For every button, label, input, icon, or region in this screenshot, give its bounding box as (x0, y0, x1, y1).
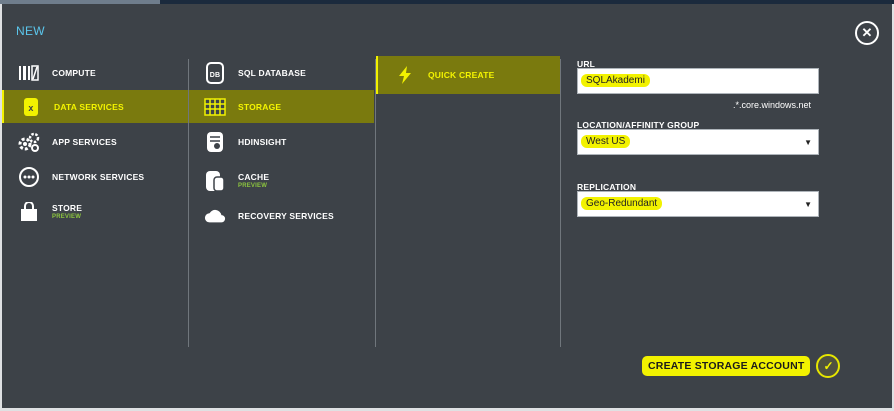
preview-badge: PREVIEW (238, 183, 268, 189)
location-label: LOCATION/AFFINITY GROUP (577, 120, 700, 130)
menu-item-data-services[interactable]: x DATA SERVICES (2, 90, 188, 123)
location-value: West US (581, 135, 631, 148)
menu-item-compute[interactable]: COMPUTE (2, 56, 188, 89)
store-icon (18, 201, 40, 223)
menu-item-quick-create[interactable]: QUICK CREATE (376, 56, 560, 94)
dropdown-arrow-icon: ▼ (804, 138, 812, 147)
menu-item-cache[interactable]: CACHE PREVIEW (189, 164, 374, 197)
menu-item-sql-database[interactable]: DB SQL DATABASE (189, 56, 374, 89)
create-storage-account-button[interactable]: CREATE STORAGE ACCOUNT ✓ (642, 354, 841, 378)
column-divider (188, 59, 189, 347)
menu-item-network-services[interactable]: NETWORK SERVICES (2, 160, 188, 193)
menu-item-label: QUICK CREATE (428, 70, 495, 80)
new-dialog: NEW ✕ COMPUTE x DATA SERVICES APP SERVIC… (2, 4, 892, 408)
menu-item-label: SQL DATABASE (238, 67, 307, 78)
cache-icon (204, 170, 226, 192)
url-label: URL (577, 59, 596, 69)
column-divider (560, 59, 561, 347)
replication-value: Geo-Redundant (581, 197, 663, 210)
app-services-icon (18, 131, 40, 153)
checkmark-icon: ✓ (816, 354, 841, 378)
dialog-title: NEW (16, 24, 45, 38)
url-value: SQLAkademi (581, 74, 650, 87)
network-services-icon (18, 166, 40, 188)
menu-item-label: NETWORK SERVICES (52, 171, 145, 182)
menu-item-label: DATA SERVICES (54, 101, 124, 112)
menu-item-store[interactable]: STORE PREVIEW (2, 195, 188, 228)
replication-label: REPLICATION (577, 182, 637, 192)
svg-text:x: x (28, 103, 33, 113)
menu-item-storage[interactable]: STORAGE (189, 90, 374, 123)
preview-badge: PREVIEW (52, 214, 82, 220)
dropdown-arrow-icon: ▼ (804, 200, 812, 209)
menu-item-label: STORE (52, 203, 83, 213)
compute-icon (18, 62, 40, 84)
close-icon[interactable]: ✕ (855, 21, 879, 45)
menu-item-recovery-services[interactable]: RECOVERY SERVICES (189, 199, 374, 232)
create-button-label: CREATE STORAGE ACCOUNT (642, 356, 811, 376)
hdinsight-icon (204, 131, 226, 153)
recovery-services-icon (204, 205, 226, 227)
menu-item-label: APP SERVICES (52, 136, 117, 147)
menu-item-label: STORAGE (238, 101, 282, 112)
url-suffix: .*.core.windows.net (733, 100, 812, 110)
menu-item-label: COMPUTE (52, 67, 96, 78)
background-tab (0, 0, 160, 4)
menu-item-label: CACHE (238, 172, 270, 182)
lightning-icon (394, 64, 416, 86)
replication-select[interactable]: Geo-Redundant ▼ (577, 191, 819, 217)
column-divider (375, 59, 376, 347)
menu-item-app-services[interactable]: APP SERVICES (2, 125, 188, 158)
top-strip (0, 0, 894, 4)
menu-item-hdinsight[interactable]: HDINSIGHT (189, 125, 374, 158)
data-services-icon: x (20, 96, 42, 118)
storage-icon (204, 96, 226, 118)
location-select[interactable]: West US ▼ (577, 129, 819, 155)
menu-item-label: RECOVERY SERVICES (238, 210, 334, 221)
url-input[interactable]: SQLAkademi (577, 68, 819, 94)
sql-database-icon: DB (204, 61, 226, 84)
svg-text:DB: DB (210, 72, 221, 79)
menu-item-label: HDINSIGHT (238, 136, 287, 147)
